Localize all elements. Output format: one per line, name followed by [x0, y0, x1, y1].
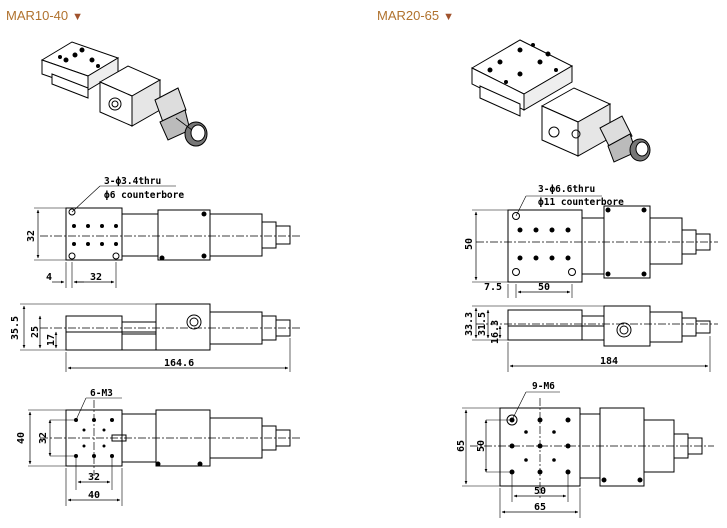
left-end-dim-inner-width: 32: [88, 472, 100, 483]
right-side-dim-length: 184: [600, 356, 618, 367]
left-side-dim-base-height: 17: [46, 334, 57, 346]
right-side-view: [472, 305, 718, 372]
right-end-dim-inner-height: 50: [476, 440, 487, 452]
right-end-view: [462, 391, 714, 518]
left-iso-view: [40, 41, 208, 147]
left-top-dim-offset: 4: [46, 272, 52, 283]
left-side-dim-total-height: 35.5: [10, 316, 21, 340]
triangle-down-icon: ▼: [72, 11, 84, 23]
right-top-callout-counterbore: ϕ11 counterbore: [538, 197, 624, 208]
right-side-dim-total-height: 33.3: [464, 312, 475, 336]
right-end-dim-inner-width: 50: [534, 486, 546, 497]
left-side-dim-length: 164.6: [164, 358, 194, 369]
right-top-dim-offset: 7.5: [484, 282, 502, 293]
left-side-dim-table-height: 25: [30, 326, 41, 338]
left-model-name: MAR10-40: [6, 8, 69, 23]
right-side-dim-table-height: 31.5: [477, 312, 488, 336]
left-end-dim-width: 40: [88, 490, 100, 501]
left-top-dim-pitch: 32: [90, 272, 102, 283]
right-top-callout-thru: 3-ϕ6.6thru: [538, 184, 595, 195]
triangle-down-icon: ▼: [443, 11, 455, 23]
left-top-callout-thru: 3-ϕ3.4thru: [104, 176, 161, 187]
right-top-dim-pitch: 50: [538, 282, 550, 293]
right-end-dim-width: 65: [534, 502, 546, 513]
left-top-callout-counterbore: ϕ6 counterbore: [104, 190, 184, 201]
left-end-dim-inner-height: 32: [38, 432, 49, 444]
left-end-dim-height: 40: [16, 432, 27, 444]
right-model-name: MAR20-65: [377, 8, 440, 23]
right-end-dim-height: 65: [456, 440, 467, 452]
right-top-dim-height: 50: [464, 238, 475, 250]
right-model-title: MAR20-65▼: [377, 8, 454, 23]
left-side-view: [20, 303, 300, 372]
left-top-view: [34, 185, 300, 288]
left-model-title: MAR10-40▼: [6, 8, 83, 23]
left-top-dim-height: 32: [26, 230, 37, 242]
right-iso-view: [470, 39, 651, 163]
left-end-callout: 6-M3: [90, 388, 113, 399]
left-end-view: [28, 397, 300, 506]
right-end-callout: 9-M6: [532, 381, 555, 392]
right-top-view: [472, 195, 718, 298]
right-side-dim-base-height: 16.3: [490, 320, 501, 344]
